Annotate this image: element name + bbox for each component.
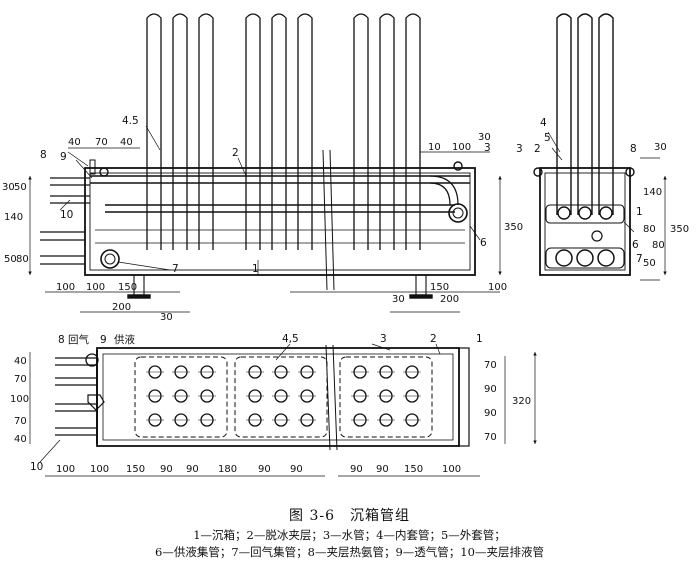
dim-text: 50 xyxy=(14,182,27,193)
label-6: 6 xyxy=(480,237,487,249)
dim-text: 100 xyxy=(488,282,507,293)
side-dims: 30 140 80 80 50 350 xyxy=(643,142,689,269)
figure-title: 图 3-6 沉箱管组 xyxy=(289,508,410,524)
dim-text: 180 xyxy=(218,464,237,475)
dim-text: 100 xyxy=(86,282,105,293)
dim-text: 50 xyxy=(643,258,656,269)
plan-label-8: 8 xyxy=(58,334,65,346)
label-8: 8 xyxy=(40,149,47,161)
plan-label-return-gas: 回气 xyxy=(68,333,89,346)
dim-text: 350 xyxy=(670,224,689,235)
plan-label-supply: 供液 xyxy=(114,333,135,346)
plan-view xyxy=(29,343,537,477)
dim-text: 70 xyxy=(484,360,497,371)
dim-text: 150 xyxy=(126,464,145,475)
side-label-5: 5 xyxy=(544,132,551,144)
side-label-4: 4 xyxy=(540,117,547,129)
dim-text: 140 xyxy=(643,187,662,198)
dim-text: 90 xyxy=(258,464,271,475)
dim-text: 90 xyxy=(186,464,199,475)
dim-text: 90 xyxy=(376,464,389,475)
dim-text: 90 xyxy=(484,408,497,419)
hairpin-tubes xyxy=(146,13,421,250)
dim-text: 30 xyxy=(392,294,405,305)
dim-text: 30 xyxy=(160,312,173,323)
plan-label-2: 2 xyxy=(430,333,437,345)
dim-text: 40 xyxy=(68,137,81,148)
return-header-7 xyxy=(100,249,120,269)
dim-text: 50 xyxy=(4,254,17,265)
dim-text: 200 xyxy=(440,294,459,305)
dim-text: 100 xyxy=(10,394,29,405)
dim-text: 90 xyxy=(290,464,303,475)
dim-text: 70 xyxy=(14,416,27,427)
schematic-drawing: 4.5 2 3 8 9 10 6 7 1 40 70 40 10 100 30 … xyxy=(2,13,689,477)
dim-text: 80 xyxy=(643,224,656,235)
label-7: 7 xyxy=(172,263,179,275)
tank-body xyxy=(84,167,476,276)
dim-text: 40 xyxy=(14,356,27,367)
dim-text: 80 xyxy=(652,240,665,251)
left-stub-pipes xyxy=(40,177,90,265)
side-label-8: 8 xyxy=(630,143,637,155)
dim-text: 70 xyxy=(484,432,497,443)
plan-label-10: 10 xyxy=(30,461,43,473)
dim-text: 140 xyxy=(4,212,23,223)
dim-text: 70 xyxy=(95,137,108,148)
plan-labels: 8 回气 9 供液 4,5 3 2 1 10 xyxy=(30,333,483,473)
dim-text: 100 xyxy=(56,282,75,293)
front-view xyxy=(28,13,502,313)
label-10: 10 xyxy=(60,209,73,221)
dim-text: 320 xyxy=(512,396,531,407)
front-labels: 4.5 2 3 8 9 10 6 7 1 xyxy=(40,115,491,275)
plan-label-9: 9 xyxy=(100,334,107,346)
dim-text: 90 xyxy=(160,464,173,475)
figure-legend-line-1: 1—沉箱；2—脱冰夹层；3—水管；4—内套管；5—外套管； xyxy=(193,528,506,542)
tank-inner-wall xyxy=(89,172,471,271)
dim-text: 90 xyxy=(350,464,363,475)
plan-tube-holes xyxy=(146,365,421,427)
plan-label-1: 1 xyxy=(476,333,483,345)
dim-text: 40 xyxy=(14,434,27,445)
side-label-2: 2 xyxy=(534,143,541,155)
dim-text: 100 xyxy=(442,464,461,475)
dim-text: 80 xyxy=(16,254,29,265)
plan-dims: 40 70 100 70 40 70 90 90 70 320 100 100 … xyxy=(10,356,531,475)
dim-text: 150 xyxy=(404,464,423,475)
label-2: 2 xyxy=(232,147,239,159)
dim-text: 40 xyxy=(120,137,133,148)
dim-text: 350 xyxy=(504,222,523,233)
dim-text: 150 xyxy=(430,282,449,293)
dim-text: 10 xyxy=(428,142,441,153)
front-dims: 40 70 40 10 100 30 30 50 140 50 80 350 1… xyxy=(2,132,523,323)
side-view xyxy=(533,13,667,281)
label-9: 9 xyxy=(60,151,67,163)
side-labels: 4 5 3 2 8 1 6 7 xyxy=(516,117,643,265)
dim-text: 100 xyxy=(56,464,75,475)
dim-text: 70 xyxy=(14,374,27,385)
label-4-5: 4.5 xyxy=(122,115,139,127)
side-label-7: 7 xyxy=(636,253,643,265)
dim-text: 150 xyxy=(118,282,137,293)
figure-legend-line-2: 6—供液集管；7—回气集管；8—夹层热氨管；9—透气管；10—夹层排液管 xyxy=(155,545,544,559)
side-label-3: 3 xyxy=(516,143,523,155)
label-1: 1 xyxy=(252,263,259,275)
side-label-1: 1 xyxy=(636,206,643,218)
dim-text: 30 xyxy=(2,182,15,193)
plan-label-3: 3 xyxy=(380,333,387,345)
dim-text: 100 xyxy=(90,464,109,475)
plan-label-4-5: 4,5 xyxy=(282,333,299,345)
dim-text: 30 xyxy=(654,142,667,153)
dim-text: 100 xyxy=(452,142,471,153)
supply-header-6 xyxy=(448,203,468,223)
dim-text: 90 xyxy=(484,384,497,395)
dim-text: 200 xyxy=(112,302,131,313)
label-3: 3 xyxy=(484,142,491,154)
dim-text: 30 xyxy=(478,132,491,143)
side-label-6: 6 xyxy=(632,239,639,251)
